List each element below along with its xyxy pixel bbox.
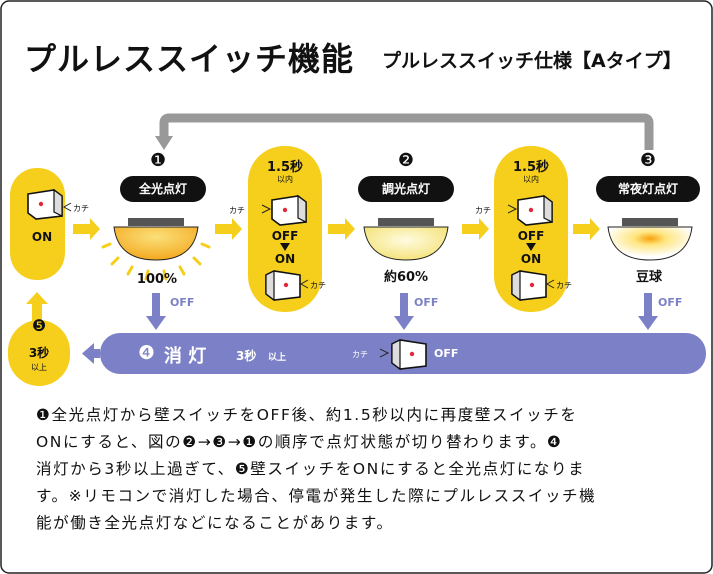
step1-number: ❶ (149, 150, 167, 171)
window2-click-top: カチ (475, 206, 491, 215)
switch-on-icon (27, 188, 63, 220)
window1-time: 1.5秒 (266, 160, 304, 175)
step1-level: 100% (136, 272, 178, 287)
description-line: 能が働き全光点灯などになることがあります。 (36, 514, 394, 532)
step2-off-label: OFF (414, 296, 439, 309)
description-line: ❶全光点灯から壁スイッチをOFF後、約1.5秒以内に再度壁スイッチを (36, 406, 578, 424)
step2-level: 約60% (383, 270, 429, 285)
flow-arrows (26, 218, 600, 322)
switch-off-icon-w1 (265, 270, 301, 301)
step3-level: 豆球 (635, 270, 662, 285)
window2-off: OFF (517, 229, 545, 243)
off-arrows (146, 293, 658, 330)
window1-within: 以内 (277, 175, 293, 184)
step4-click: カチ (352, 350, 368, 359)
window1-on: ON (274, 252, 296, 266)
description-line: す。※リモコンで消灯した場合、停電が発生した際にプルレススイッチ機 (36, 487, 597, 505)
on-label: ON (31, 230, 53, 244)
page-subtitle: プルレススイッチ仕様【Aタイプ】 (382, 50, 682, 72)
return-arrow (155, 113, 654, 150)
step3-off-label: OFF (658, 296, 683, 309)
window1-click-top: カチ (229, 206, 245, 215)
lamp-night-icon (607, 218, 693, 261)
step4-duration-suffix: 以上 (268, 353, 287, 363)
window2-within: 以内 (523, 175, 539, 184)
window1-click-bottom: カチ (310, 281, 326, 290)
window1-box (248, 146, 322, 312)
window2-box (494, 146, 568, 312)
click-marks (62, 202, 555, 358)
on-click-label: カチ (73, 204, 89, 213)
lamp-dim-icon (363, 218, 449, 261)
down-triangle-1 (280, 243, 290, 251)
on-state-box (10, 168, 65, 280)
page-title: プルレススイッチ機能 (24, 40, 355, 78)
switch-off-icon-w2 (511, 270, 547, 301)
step5-number: ❺ (31, 316, 47, 335)
step5-suffix: 以上 (31, 363, 47, 372)
step3-pill: 常夜灯点灯 (596, 176, 700, 202)
window1-off: OFF (271, 229, 299, 243)
description-line: ONにすると、図の❷→❸→❶の順序で点灯状態が切り替わります。❹ (36, 433, 563, 451)
window2-click-bottom: カチ (556, 281, 572, 290)
description-line: 消灯から3秒以上過ぎて、❺壁スイッチをONにすると全光点灯になりま (36, 460, 586, 478)
step4-off: OFF (434, 347, 459, 360)
down-triangle-2 (526, 243, 536, 251)
step5-duration: 3秒 (28, 346, 50, 360)
switch-on-icon-w1 (271, 194, 307, 226)
step2-pill: 調光点灯 (358, 176, 454, 202)
description-text: ❶全光点灯から壁スイッチをOFF後、約1.5秒以内に再度壁スイッチを ONにする… (36, 402, 686, 537)
step1-off-label: OFF (170, 296, 195, 309)
step1-pill: 全光点灯 (120, 176, 206, 202)
window2-on: ON (520, 252, 542, 266)
to-step5-arrow (82, 343, 100, 364)
lamp-full-icon (101, 218, 211, 281)
step5-box (8, 320, 70, 386)
step3-number: ❸ (639, 150, 657, 171)
window2-time: 1.5秒 (512, 160, 550, 175)
switch-on-icon-w2 (517, 194, 553, 226)
step2-number: ❷ (397, 150, 415, 171)
step4-duration: 3秒 (236, 349, 257, 363)
step4-number: ❹ (138, 342, 156, 364)
switch-off-icon-bar (391, 339, 427, 370)
step4-name: 消 灯 (164, 346, 207, 367)
